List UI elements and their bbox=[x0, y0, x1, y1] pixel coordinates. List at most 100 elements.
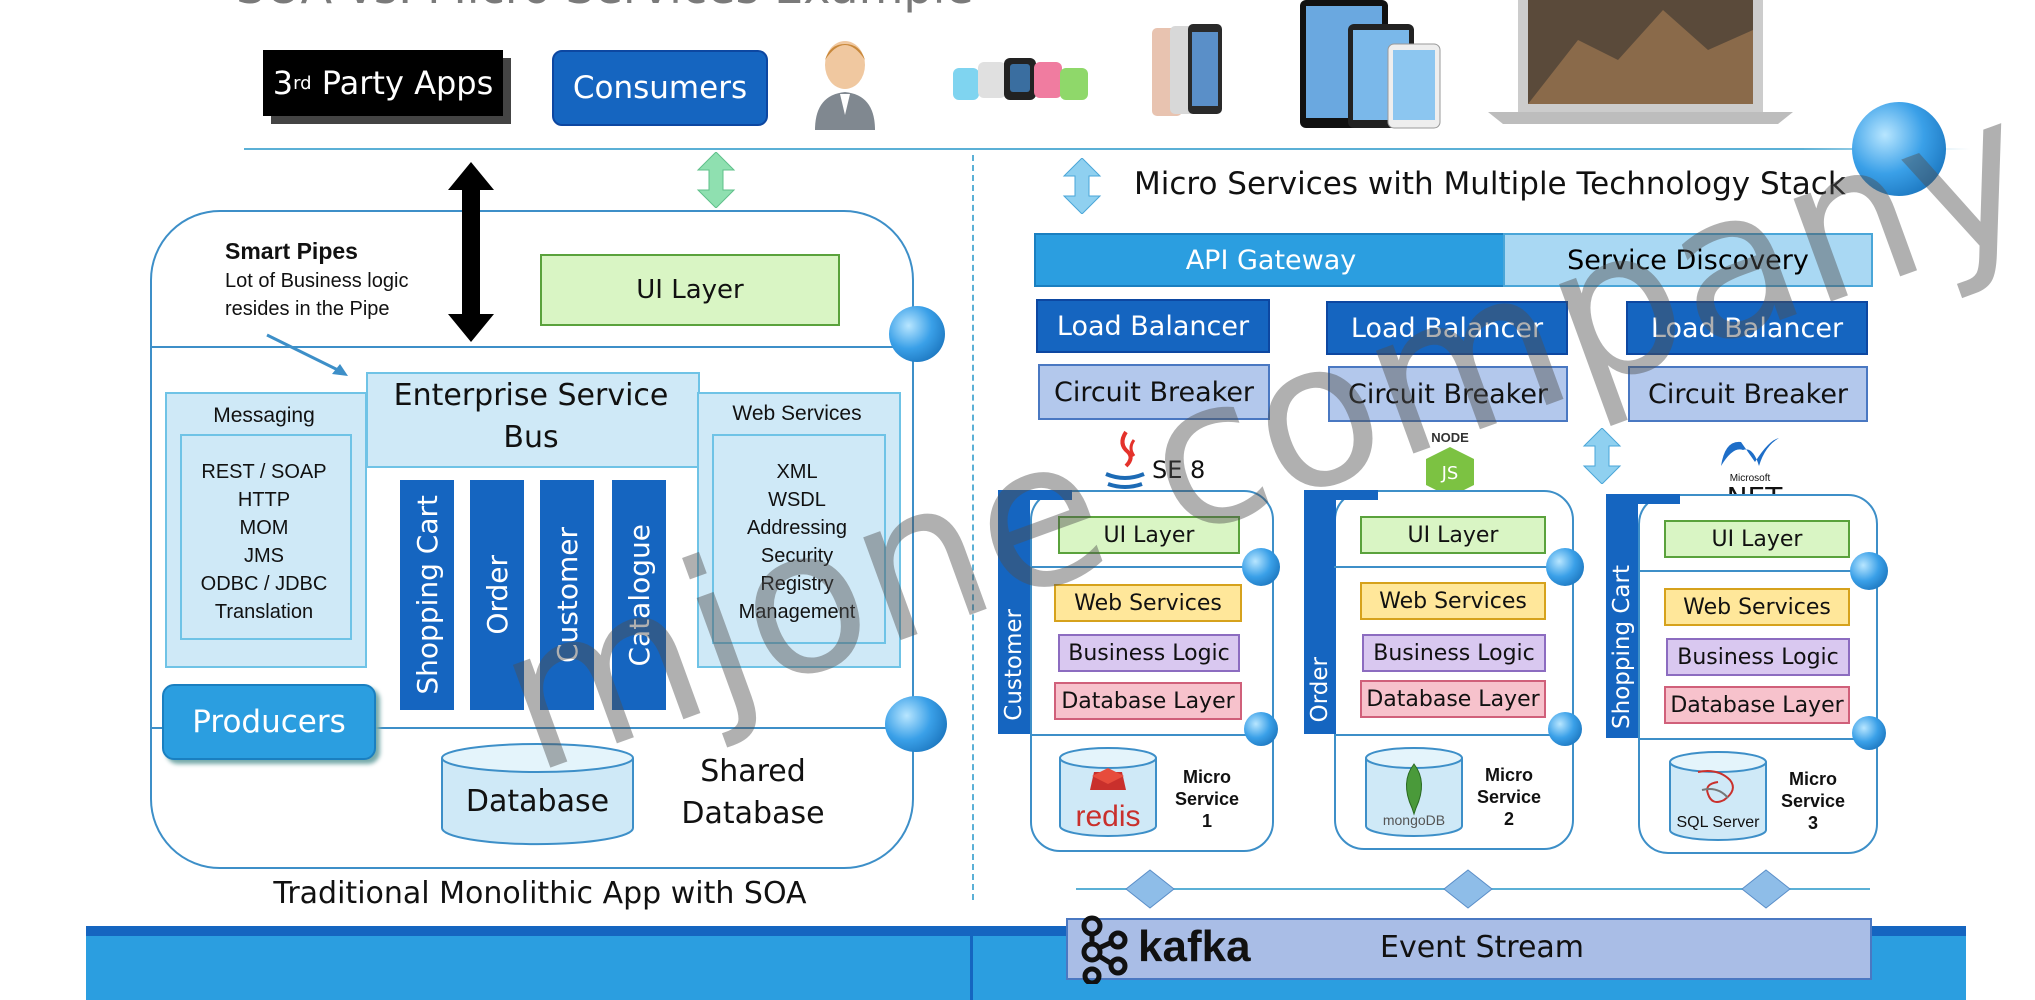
service-text: Service bbox=[1476, 787, 1542, 807]
double-arrow-small bbox=[1582, 427, 1622, 489]
column-label: Customer bbox=[550, 526, 584, 663]
circuit-breaker-1: Circuit Breaker bbox=[1038, 364, 1270, 420]
load-balancer-2: Load Balancer bbox=[1326, 301, 1568, 355]
producers-box: Producers bbox=[162, 684, 376, 760]
service-business-logic-1: Business Logic bbox=[1058, 634, 1240, 672]
service-side-text: Customer bbox=[1001, 609, 1027, 721]
sqlserver-store bbox=[1668, 750, 1768, 842]
messaging-item: JMS bbox=[244, 545, 284, 567]
database-cylinder bbox=[440, 742, 635, 846]
esb-label-1: Enterprise Service bbox=[393, 378, 669, 413]
service-divider bbox=[1030, 566, 1270, 568]
event-stream-label: Event Stream bbox=[1380, 930, 1585, 965]
consumers-box: Consumers bbox=[552, 50, 768, 126]
service-text: Service bbox=[1780, 791, 1846, 811]
service-web-services-2: Web Services bbox=[1360, 582, 1546, 620]
messaging-inner bbox=[180, 434, 352, 640]
service-divider bbox=[1638, 738, 1874, 740]
messaging-item: HTTP bbox=[237, 489, 291, 511]
page-title: SOA vs. Micro Services Example bbox=[236, 0, 974, 14]
service-database-layer-3: Database Layer bbox=[1664, 686, 1850, 724]
micro-service-label-3: Micro Service 3 bbox=[1776, 768, 1850, 834]
service-database-layer-2: Database Layer bbox=[1360, 680, 1546, 718]
service-side-bar-2 bbox=[1304, 490, 1336, 734]
smart-pipes-desc-1: Lot of Business logic bbox=[225, 270, 409, 292]
mongodb-store bbox=[1364, 746, 1464, 838]
connector-diamond bbox=[1124, 868, 1176, 915]
node-label: NODE bbox=[1431, 430, 1469, 445]
globe-icon bbox=[1852, 102, 1946, 196]
service-ui-layer-1: UI Layer bbox=[1058, 516, 1240, 554]
kafka-icon bbox=[1074, 914, 1134, 989]
redis-store bbox=[1058, 746, 1158, 838]
service-side-label-2: Order bbox=[1304, 650, 1336, 730]
load-balancer-3: Load Balancer bbox=[1626, 301, 1868, 355]
service-number: 3 bbox=[1807, 813, 1818, 833]
smart-pipes-arrow bbox=[262, 330, 362, 385]
service-divider bbox=[1334, 734, 1570, 736]
service-side-text: Shopping Cart bbox=[1609, 565, 1635, 729]
web-services-title: Web Services bbox=[732, 402, 862, 425]
api-gateway: API Gateway bbox=[1034, 233, 1508, 287]
service-side-top-1 bbox=[998, 490, 1072, 500]
web-services-item: Security bbox=[760, 545, 834, 567]
third-party-number: 3 bbox=[272, 64, 294, 102]
service-database-layer-1: Database Layer bbox=[1054, 682, 1242, 720]
smartphones-icon bbox=[1148, 22, 1228, 122]
service-web-services-3: Web Services bbox=[1664, 588, 1850, 626]
redis-label: redis bbox=[1075, 800, 1141, 833]
messaging-item: REST / SOAP bbox=[201, 461, 327, 483]
center-divider bbox=[972, 155, 974, 900]
js-text: JS bbox=[1441, 463, 1459, 484]
double-arrow-black bbox=[446, 162, 496, 347]
globe-icon bbox=[1242, 548, 1280, 586]
globe-icon bbox=[1546, 548, 1584, 586]
service-divider bbox=[1638, 570, 1874, 572]
person-icon bbox=[810, 30, 880, 130]
nodejs-icon: NODE JS bbox=[1420, 430, 1480, 498]
service-discovery: Service Discovery bbox=[1503, 233, 1873, 287]
third-party-label: Party Apps bbox=[311, 64, 494, 102]
kafka-label: kafka bbox=[1138, 922, 1251, 971]
micro-text: Micro bbox=[1788, 769, 1837, 789]
web-services-list: XML WSDL Addressing Security Registry Ma… bbox=[712, 458, 882, 626]
right-heading: Micro Services with Multiple Technology … bbox=[1134, 166, 1846, 202]
web-services-item: Addressing bbox=[746, 517, 848, 539]
mongodb-label: mongoDB bbox=[1382, 812, 1446, 828]
service-number: 1 bbox=[1201, 811, 1212, 831]
messaging-list: REST / SOAP HTTP MOM JMS ODBC / JDBC Tra… bbox=[180, 458, 348, 626]
double-arrow-blue bbox=[1062, 157, 1102, 219]
service-side-text: Order bbox=[1307, 657, 1333, 723]
service-business-logic-3: Business Logic bbox=[1666, 638, 1850, 676]
esb-column-order: Order bbox=[470, 480, 524, 710]
micro-text: Micro bbox=[1182, 767, 1231, 787]
esb-box bbox=[366, 372, 700, 468]
column-label: Order bbox=[480, 555, 514, 635]
smart-pipes-desc-2: resides in the Pipe bbox=[225, 298, 390, 320]
laptop-icon bbox=[1488, 0, 1793, 128]
service-side-bar-3 bbox=[1606, 494, 1638, 738]
database-label: Database bbox=[465, 784, 610, 819]
smartwatches-icon bbox=[948, 48, 1098, 118]
left-ui-layer: UI Layer bbox=[540, 254, 840, 326]
esb-column-shopping-cart: Shopping Cart bbox=[400, 480, 454, 710]
load-balancer-1: Load Balancer bbox=[1036, 299, 1270, 353]
smart-pipes-title: Smart Pipes bbox=[225, 238, 358, 264]
globe-icon bbox=[1244, 712, 1278, 746]
top-separator bbox=[244, 148, 1804, 150]
event-stream-bar bbox=[1066, 918, 1872, 980]
service-side-bar-1 bbox=[998, 490, 1030, 734]
shared-label-2: Database bbox=[681, 796, 825, 831]
globe-icon bbox=[1548, 712, 1582, 746]
connector-diamond bbox=[1740, 868, 1792, 915]
connector-diamond bbox=[1442, 868, 1494, 915]
esb-label-2: Bus bbox=[503, 420, 559, 455]
microsoft-label: Microsoft bbox=[1729, 473, 1771, 484]
service-text: Service bbox=[1174, 789, 1240, 809]
monolith-ui-divider bbox=[152, 346, 908, 348]
messaging-item: MOM bbox=[239, 517, 289, 539]
messaging-item: Translation bbox=[214, 601, 314, 623]
micro-text: Micro bbox=[1484, 765, 1533, 785]
service-side-label-3: Shopping Cart bbox=[1606, 560, 1638, 734]
